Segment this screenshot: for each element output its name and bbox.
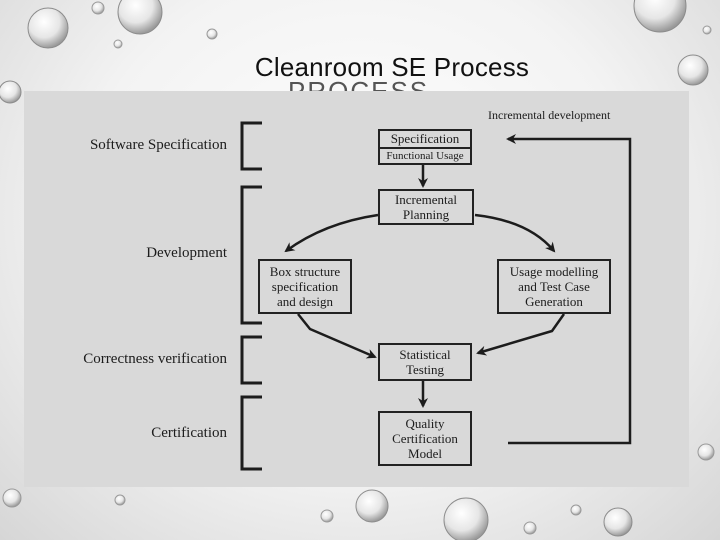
droplet <box>91 1 105 15</box>
slide-title: Cleanroom SE Process <box>254 52 530 82</box>
cleanroom-process-diagram: Incremental development Software Specifi… <box>24 91 689 487</box>
arrow-planning-to-usage <box>474 213 556 253</box>
droplet <box>27 7 69 49</box>
droplet <box>603 507 633 537</box>
droplet <box>355 489 389 523</box>
functional-usage-label: Functional Usage <box>386 150 464 162</box>
droplet <box>117 0 163 35</box>
droplet <box>570 504 582 516</box>
bracket-dev <box>240 185 262 325</box>
specification-box: Specification Functional Usage <box>378 129 472 165</box>
droplet <box>697 443 715 461</box>
droplet <box>114 494 126 506</box>
droplet <box>206 28 218 40</box>
usage-modelling-box: Usage modelling and Test Case Generation <box>497 259 611 314</box>
arrow-planning-to-box <box>284 213 379 253</box>
specification-label: Specification <box>380 131 470 149</box>
bracket-verify <box>240 335 262 385</box>
droplet <box>702 25 712 35</box>
arrow-usage-to-testing <box>476 313 566 356</box>
bracket-cert <box>240 395 262 471</box>
droplet <box>443 497 489 540</box>
quality-certification-box: Quality Certification Model <box>378 411 472 466</box>
phase-label-development: Development <box>146 245 227 261</box>
diagram-connectors <box>240 121 632 471</box>
droplet <box>633 0 687 33</box>
incremental-planning-box: Incremental Planning <box>378 189 474 225</box>
phase-label-certification: Certification <box>151 425 227 441</box>
statistical-testing-box: Statistical Testing <box>378 343 472 381</box>
arrow-box-to-testing <box>297 313 377 359</box>
box-structure-box: Box structure specification and design <box>258 259 352 314</box>
phase-label-correctness-verification: Correctness verification <box>83 351 227 367</box>
droplet <box>320 509 334 523</box>
droplet <box>0 80 22 104</box>
droplet <box>2 488 22 508</box>
incremental-development-label: Incremental development <box>488 108 611 122</box>
bracket-spec <box>240 121 262 171</box>
phase-label-software-specification: Software Specification <box>89 137 227 153</box>
droplet <box>677 54 709 86</box>
droplet <box>523 521 537 535</box>
droplet <box>113 39 123 49</box>
feedback-loop-line <box>506 134 632 445</box>
phase-brackets <box>240 121 262 471</box>
